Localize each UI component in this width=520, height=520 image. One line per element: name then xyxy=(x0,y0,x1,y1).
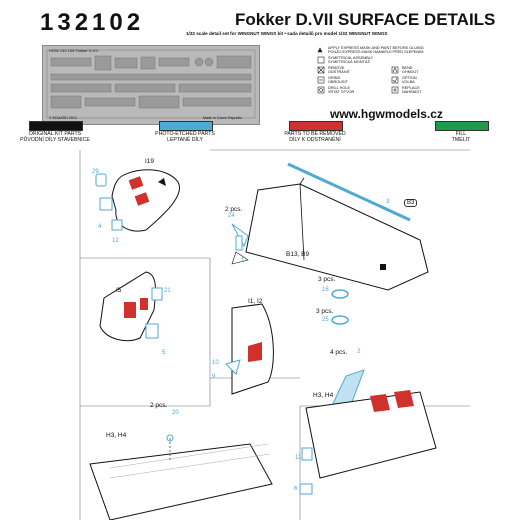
step2-ref-b3: B3 xyxy=(404,199,418,207)
step2-label: B13, B9 xyxy=(286,251,310,258)
step2-num-24: 24 xyxy=(228,213,235,219)
step5-num-16: 16 xyxy=(322,287,329,293)
step2-wing xyxy=(231,162,429,291)
step2-ref: 3 xyxy=(386,199,390,205)
step7-num-6: 6 xyxy=(294,486,298,492)
sheet-made-in: Made in Czech Republic xyxy=(203,116,242,120)
step2-pcs: 2 pcs. xyxy=(225,206,243,213)
website-url[interactable]: www.hgwmodels.cz xyxy=(330,107,443,121)
step6-num-20: 20 xyxy=(172,410,179,416)
step3-part-label: I5 xyxy=(116,287,122,294)
step6-label: H3, H4 xyxy=(106,432,127,439)
step3-part xyxy=(99,271,163,342)
step1-num-29: 29 xyxy=(92,169,99,175)
step3-num-5: 5 xyxy=(162,350,166,356)
symbol-legend: APPLY EXPRESS MASK AND PAINT BEFORE GLUI… xyxy=(316,46,462,104)
legend-icons xyxy=(317,47,399,94)
page-title: Fokker D.VII SURFACE DETAILS xyxy=(235,10,496,29)
step4-part-label: I1, I2 xyxy=(248,298,263,305)
sheet-copyright: © EDUARD 2013 xyxy=(49,116,77,120)
step5-num-25: 25 xyxy=(322,317,329,323)
sheet-code: HGW 132 105 Fokker D.VII xyxy=(49,48,98,53)
fret-drawing xyxy=(46,49,256,119)
step1-num-12: 12 xyxy=(112,238,119,244)
legend-mask: APPLY EXPRESS MASK AND PAINT BEFORE GLUI… xyxy=(328,46,424,55)
step6-pcs: 2 pcs. xyxy=(150,402,168,409)
step7-num-2: 2 xyxy=(357,349,361,355)
swatch-fill xyxy=(435,121,489,131)
step7-label: H3, H4 xyxy=(313,392,334,399)
instruction-diagrams xyxy=(79,149,470,520)
step7-num-11: 11 xyxy=(295,455,302,461)
step7-wing xyxy=(299,369,437,495)
step6-wing xyxy=(89,434,273,520)
step3-num-21: 21 xyxy=(164,288,171,294)
step5-pcs: 3 pcs. xyxy=(318,276,336,283)
page-subtitle: 1/32 scale detail set for WINGNUT WINGS … xyxy=(186,31,388,36)
step5-rings xyxy=(331,289,349,325)
step4-num-9: 9 xyxy=(212,374,216,380)
step1-part-label: I19 xyxy=(145,158,155,165)
swatch-photoetched xyxy=(159,121,213,131)
step4-num-10: 10 xyxy=(212,360,219,366)
swatch-original xyxy=(29,121,83,131)
step1-num-4: 4 xyxy=(98,224,102,230)
step1-part xyxy=(95,169,180,232)
swatch-remove xyxy=(289,121,343,131)
step4-part xyxy=(225,303,274,395)
step2-num-1: 1 xyxy=(241,258,245,264)
step5-pcs2: 3 pcs. xyxy=(316,308,334,315)
photo-etched-sheet: HGW 132 105 Fokker D.VII © EDUARD 2013 M… xyxy=(42,45,260,125)
step7-pcs: 4 pcs. xyxy=(330,349,348,356)
set-code: 132102 xyxy=(40,9,145,36)
